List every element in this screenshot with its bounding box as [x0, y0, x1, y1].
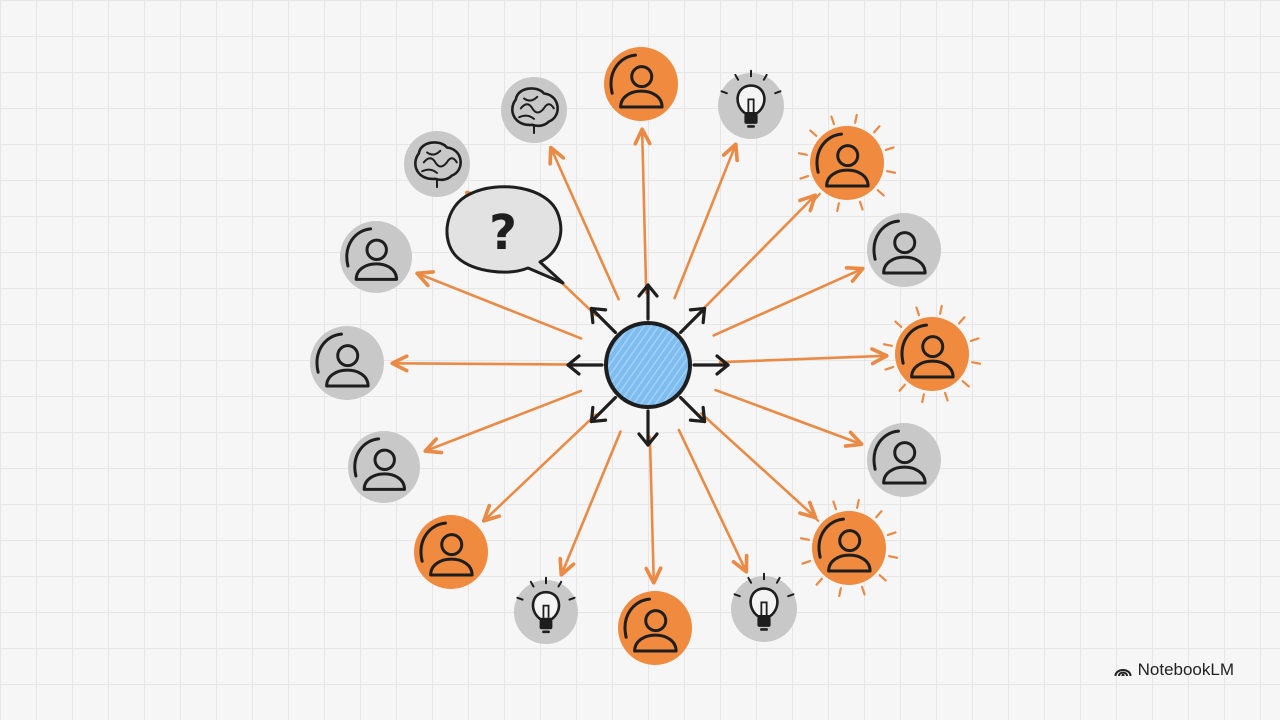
hub-arrow — [589, 306, 618, 335]
hub-arrow — [637, 283, 659, 321]
brand-watermark: NotebookLM — [1114, 660, 1234, 680]
person-node — [797, 113, 897, 213]
person-node — [882, 304, 982, 404]
node-disc — [867, 423, 941, 497]
connection-arrow — [423, 389, 583, 455]
lightbulb-node — [514, 576, 578, 644]
person-icon — [353, 437, 407, 491]
person-icon — [817, 517, 872, 573]
node-disc — [340, 221, 412, 293]
person-node — [618, 591, 692, 665]
person-icon — [609, 53, 664, 109]
connection-arrow — [712, 266, 865, 337]
person-icon — [419, 521, 474, 577]
connection-arrow — [390, 354, 578, 373]
hub-outline — [604, 321, 692, 409]
connection-arrow — [644, 435, 663, 585]
question-mark: ? — [489, 205, 517, 261]
person-icon — [345, 227, 399, 281]
central-hub — [566, 283, 730, 447]
connection-arrow — [673, 142, 739, 300]
node-disc — [895, 317, 969, 391]
node-disc — [604, 47, 678, 121]
person-icon — [315, 332, 370, 388]
arrows-layer — [390, 127, 889, 585]
node-disc — [310, 326, 384, 400]
lightbulb-icon — [516, 576, 576, 634]
brain-node — [501, 77, 567, 143]
hub-arrow — [637, 409, 659, 447]
connection-arrow — [633, 127, 652, 295]
nodes-layer — [310, 47, 982, 665]
lightbulb-node — [718, 69, 784, 139]
hub-arrow — [678, 306, 707, 335]
person-node — [799, 498, 899, 598]
brain-icon — [511, 87, 559, 135]
question-bubble: ? — [445, 185, 565, 285]
connection-arrow — [415, 270, 583, 340]
hub-arrow — [589, 395, 618, 424]
person-icon — [872, 429, 927, 485]
hub-arrow — [566, 354, 604, 376]
person-icon — [623, 597, 678, 653]
node-disc — [414, 515, 488, 589]
person-node — [867, 213, 941, 287]
brain-icon — [414, 141, 462, 189]
person-node — [604, 47, 678, 121]
brand-name: NotebookLM — [1137, 660, 1234, 679]
connection-arrow — [677, 428, 749, 574]
node-disc — [867, 213, 941, 287]
connection-arrow — [699, 412, 818, 520]
connection-arrow — [481, 413, 598, 523]
person-icon — [900, 323, 955, 379]
person-node — [414, 515, 488, 589]
connection-arrow — [714, 388, 864, 448]
connection-arrow — [697, 193, 818, 316]
lightbulb-node — [731, 572, 797, 642]
lightbulb-icon — [733, 572, 795, 631]
person-node — [348, 431, 420, 503]
hub-arrow — [692, 354, 730, 376]
hub-arrow — [678, 395, 707, 424]
person-node — [340, 221, 412, 293]
person-icon — [872, 219, 927, 275]
lightbulb-icon — [720, 69, 782, 128]
connection-arrow — [718, 347, 889, 366]
person-icon — [815, 132, 870, 188]
node-disc — [812, 511, 886, 585]
notebooklm-logo-icon — [1114, 669, 1132, 677]
node-disc — [618, 591, 692, 665]
person-node — [310, 326, 384, 400]
connection-arrow — [548, 145, 620, 301]
connection-arrow — [558, 430, 622, 577]
brain-node — [404, 131, 470, 197]
speech-bubble-icon — [445, 185, 565, 285]
node-disc — [810, 126, 884, 200]
person-node — [867, 423, 941, 497]
node-disc — [348, 431, 420, 503]
